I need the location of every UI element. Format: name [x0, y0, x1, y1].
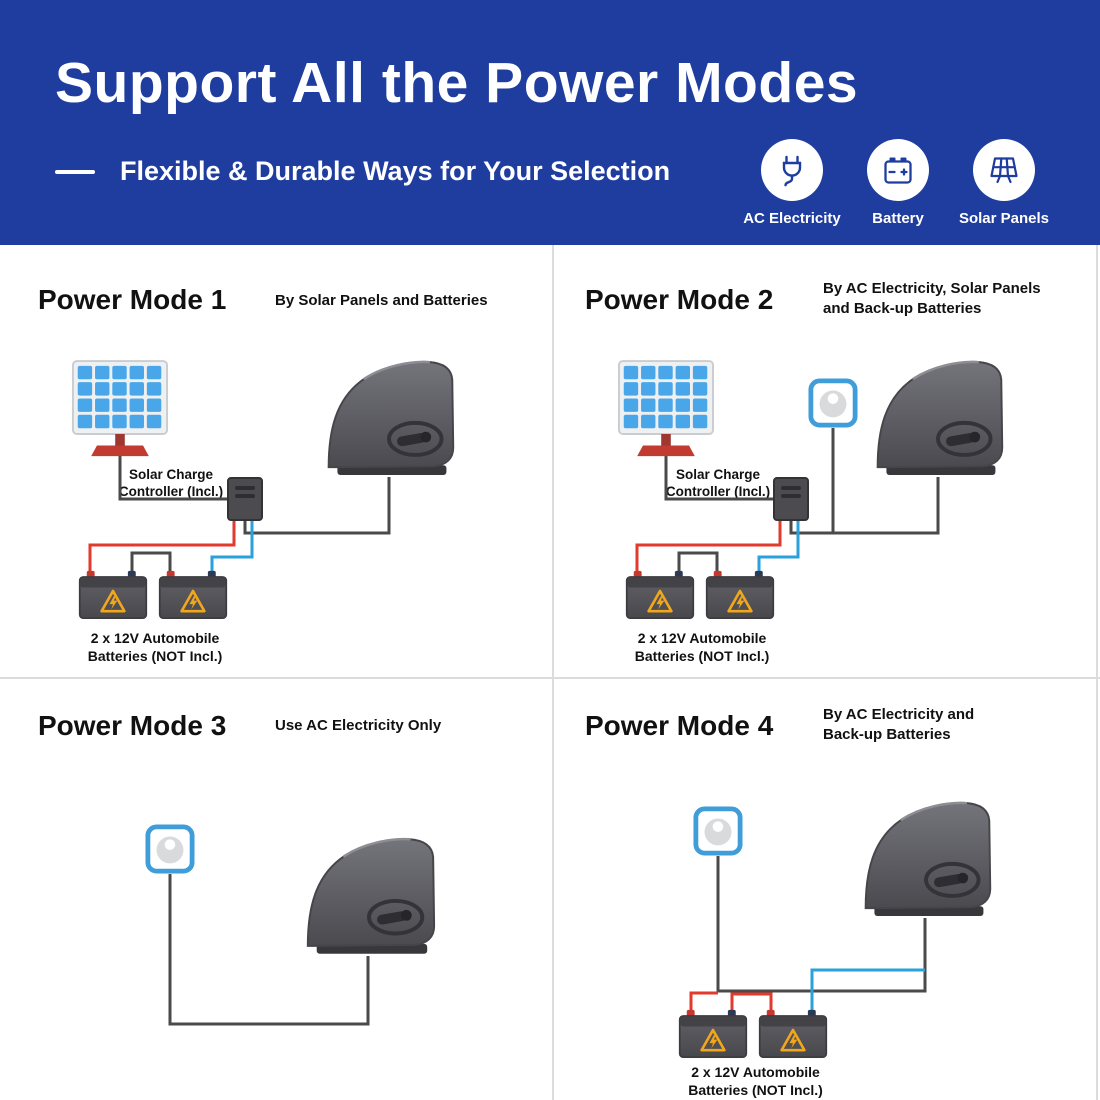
gate-opener-motor — [863, 800, 993, 918]
wire-battery-jumper — [130, 551, 172, 573]
wire-outlet-to-motor — [716, 856, 927, 993]
power-source-solar-label: Solar Panels — [958, 210, 1050, 227]
subtitle-dash — [55, 170, 95, 174]
mode4-battery-label: 2 x 12V Automobile Batteries (NOT Incl.) — [688, 1064, 823, 1098]
mode4-title: Power Mode 4 — [585, 710, 774, 741]
solar-panel — [72, 360, 168, 458]
power-outlet — [696, 809, 740, 853]
mode3-description: Use AC Electricity Only — [275, 717, 442, 734]
battery-1 — [78, 569, 148, 620]
battery-2 — [158, 569, 228, 620]
solar-panel-icon — [973, 139, 1035, 201]
wire-red-positive — [635, 521, 782, 573]
header-banner: Support All the Power Modes Flexible & D… — [0, 0, 1100, 245]
page-title: Support All the Power Modes — [55, 51, 859, 115]
battery-1 — [678, 1008, 748, 1059]
wire-controller-to-motor — [243, 477, 391, 535]
wire-blue-negative — [810, 968, 925, 1012]
wire-solar-to-controller — [664, 455, 773, 501]
mode1-description: By Solar Panels and Batteries — [275, 292, 488, 309]
wire-controller-to-motor — [789, 477, 940, 535]
power-source-battery: Battery — [840, 139, 956, 227]
mode1-diagram — [72, 359, 456, 620]
horizontal-divider — [0, 677, 1100, 679]
wire-red-positive — [88, 521, 236, 573]
power-source-ac: AC Electricity — [734, 139, 850, 227]
power-source-battery-label: Battery — [872, 210, 924, 227]
wire-blue-negative — [757, 521, 800, 573]
mode2-battery-label: 2 x 12V Automobile Batteries (NOT Incl.) — [634, 630, 770, 664]
power-outlet — [148, 827, 192, 871]
mode2-diagram — [618, 359, 1005, 620]
power-source-solar: Solar Panels — [946, 139, 1062, 227]
solar-panel — [618, 360, 714, 458]
battery-2 — [758, 1008, 828, 1059]
gate-opener-motor — [305, 837, 437, 956]
wire-battery-jumper — [730, 992, 773, 1012]
wire-blue-negative — [210, 521, 254, 573]
page-subtitle: Flexible & Durable Ways for Your Selecti… — [120, 156, 671, 186]
power-outlet — [811, 381, 855, 425]
battery-icon — [867, 139, 929, 201]
mode1-title: Power Mode 1 — [38, 284, 227, 315]
gate-opener-motor — [875, 359, 1005, 477]
battery-1 — [625, 569, 695, 620]
mode1-controller-label: Solar Charge Controller (Incl.) — [118, 467, 224, 499]
power-source-ac-label: AC Electricity — [743, 210, 841, 227]
right-edge-divider — [1096, 245, 1098, 1100]
mode3-diagram — [0, 678, 437, 1026]
vertical-divider — [552, 245, 554, 1100]
mode4-diagram — [678, 800, 993, 1059]
wire-red-positive — [689, 991, 718, 1012]
wire-battery-jumper — [677, 551, 719, 573]
mode2-title: Power Mode 2 — [585, 284, 774, 315]
mode4-description: By AC Electricity and Back-up Batteries — [823, 706, 975, 743]
charge-controller — [227, 477, 263, 521]
wire-solar-to-controller — [118, 455, 227, 501]
mode2-controller-label: Solar Charge Controller (Incl.) — [665, 467, 771, 499]
charge-controller — [773, 477, 809, 521]
mode3-title: Power Mode 3 — [38, 710, 227, 741]
wire-outlet-to-motor — [168, 874, 370, 1026]
plug-icon — [761, 139, 823, 201]
gate-opener-motor — [326, 359, 456, 477]
mode1-battery-label: 2 x 12V Automobile Batteries (NOT Incl.) — [87, 630, 223, 664]
mode2-description: By AC Electricity, Solar Panels and Back… — [823, 280, 1041, 317]
battery-2 — [705, 569, 775, 620]
